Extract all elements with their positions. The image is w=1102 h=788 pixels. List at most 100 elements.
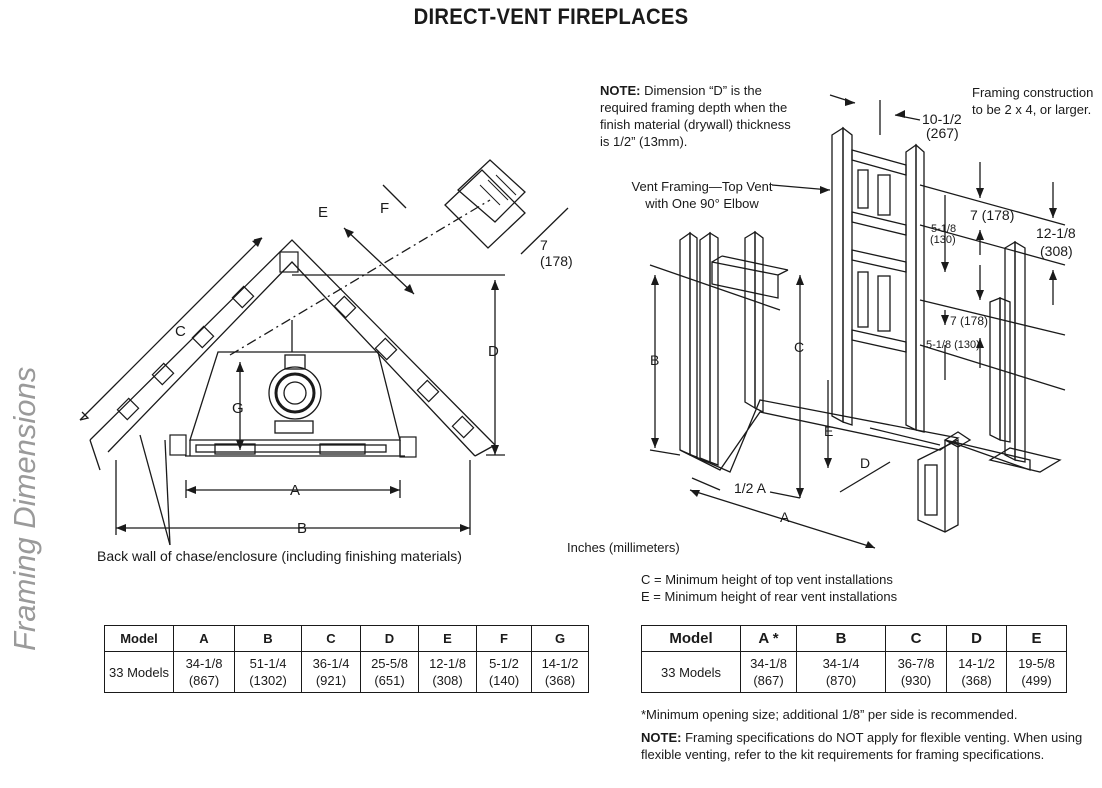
depth-note-line-3: finish material (drywall) thickness [600, 117, 791, 132]
table-header-row: Model A B C D E F G [104, 625, 589, 652]
flex-venting-note: NOTE: Framing specifications do NOT appl… [641, 729, 1082, 763]
vent-framing-line-2: with One 90° Elbow [645, 196, 759, 211]
dim-label-g: G [232, 400, 244, 417]
cell-in: 34-1/8 [185, 656, 223, 671]
rdim-10: 10-1/2 [922, 111, 962, 127]
cell-mm: (867) [188, 673, 220, 688]
vent-framing-line-1: Vent Framing—Top Vent [631, 179, 773, 194]
table-cell-model: 33 Models [104, 651, 174, 693]
table-cell: 12-1/8 (308) [418, 651, 477, 693]
dim-label-b: B [297, 520, 307, 537]
rdim-5a: 5-1/8 [931, 223, 956, 235]
cell-mm: (499) [1021, 673, 1052, 688]
rdim-b: B [650, 352, 659, 368]
table-cell-model: 33 Models [641, 651, 741, 693]
table-cell: 36-1/4 (921) [301, 651, 361, 693]
cell-mm: (867) [753, 673, 784, 688]
rdim-10-mm: (267) [926, 125, 959, 141]
table-header: G [531, 625, 589, 652]
depth-note: NOTE: Dimension “D” is the required fram… [600, 82, 791, 150]
dim-label-f: F [380, 200, 389, 217]
cell-mm: (1302) [249, 673, 287, 688]
depth-note-line-1: Dimension “D” is the [640, 83, 762, 98]
rdim-e: E [824, 423, 833, 439]
left-dimension-table: Model A B C D E F G 33 Models 34-1/8 (867… [104, 625, 589, 693]
dim-label-a: A [290, 482, 300, 499]
rdim-a: A [780, 509, 790, 525]
rdim-5b: 5-1/8 (130) [926, 339, 980, 351]
table-cell: 36-7/8 (930) [885, 651, 947, 693]
cell-in: 19-5/8 [1018, 656, 1055, 671]
chase-caption: Back wall of chase/enclosure (including … [97, 548, 462, 564]
rdim-7b: 7 (178) [950, 314, 988, 328]
table-header: A * [740, 625, 797, 652]
cell-in: 14-1/2 [958, 656, 995, 671]
table-header: Model [641, 625, 741, 652]
depth-note-line-2: required framing depth when the [600, 100, 788, 115]
cell-in: 34-1/8 [750, 656, 787, 671]
rdim-5a-mm: (130) [930, 234, 956, 246]
cell-in: 25-5/8 [371, 656, 408, 671]
table-cell: 25-5/8 (651) [360, 651, 419, 693]
table-row: 33 Models 34-1/8 (867) 34-1/4 (870) 36-7/8… [641, 651, 1067, 693]
cell-in: 51-1/4 [249, 656, 287, 671]
rdim-7a: 7 (178) [970, 207, 1014, 223]
dim-label-e: E [318, 204, 328, 221]
cell-mm: (308) [432, 673, 463, 688]
footnote: *Minimum opening size; additional 1/8” p… [641, 707, 1018, 722]
rdim-c: C [794, 339, 804, 355]
table-header: D [360, 625, 419, 652]
cell-mm: (921) [315, 673, 347, 688]
legend-c: C = Minimum height of top vent installat… [641, 572, 893, 587]
table-header: E [1006, 625, 1067, 652]
table-cell: 19-5/8 (499) [1006, 651, 1067, 693]
table-header: F [476, 625, 532, 652]
cell-mm: (930) [900, 673, 932, 688]
cell-in: 36-1/4 [312, 656, 350, 671]
table-cell: 34-1/8 (867) [740, 651, 797, 693]
cell-mm: (368) [544, 673, 576, 688]
table-cell: 34-1/8 (867) [173, 651, 235, 693]
table-cell: 51-1/4 (1302) [234, 651, 302, 693]
framing-construction-note: Framing construction to be 2 x 4, or lar… [972, 84, 1093, 118]
table-cell: 34-1/4 (870) [796, 651, 886, 693]
rdim-12-mm: (308) [1040, 243, 1073, 259]
flex-note-line-1: Framing specifications do NOT apply for … [681, 730, 1083, 745]
table-cell: 5-1/2(140) [476, 651, 532, 693]
cell-mm: (651) [374, 673, 405, 688]
table-header: D [946, 625, 1007, 652]
rdim-half-a: 1/2 A [734, 480, 767, 496]
dim-label-7: 7 [540, 237, 548, 253]
table-header: C [885, 625, 947, 652]
framing-note-line-1: Framing construction [972, 85, 1094, 100]
cell-mm: (368) [961, 673, 992, 688]
flex-note-bold: NOTE: [641, 730, 682, 745]
cell-in: 14-1/2 [541, 656, 579, 671]
dim-label-c: C [175, 323, 186, 340]
depth-note-line-4: is 1/2” (13mm). [600, 134, 688, 149]
table-header: B [796, 625, 886, 652]
table-header: B [234, 625, 302, 652]
vent-framing-label: Vent Framing—Top Vent with One 90° Elbow [628, 178, 776, 212]
table-cell: 14-1/2 (368) [946, 651, 1007, 693]
table-header: C [301, 625, 361, 652]
page-title: DIRECT-VENT FIREPLACES [413, 4, 689, 29]
legend: C = Minimum height of top vent installat… [641, 571, 897, 605]
cell-in: 34-1/4 [822, 656, 860, 671]
dim-label-d: D [488, 343, 499, 360]
dim-label-7-mm: (178) [540, 253, 573, 269]
cell-mm: (140) [488, 673, 520, 688]
cell-mm: (870) [825, 673, 857, 688]
table-header: A [173, 625, 235, 652]
table-cell: 14-1/2 (368) [531, 651, 589, 693]
legend-e: E = Minimum height of rear vent installa… [641, 589, 898, 604]
right-dimension-table: Model A * B C D E 33 Models 34-1/8 (867) … [641, 625, 1067, 693]
rdim-12: 12-1/8 [1036, 225, 1076, 241]
table-header: Model [104, 625, 174, 652]
flex-note-line-2: flexible venting, refer to the kit requi… [641, 747, 1045, 762]
units-label: Inches (millimeters) [567, 540, 680, 555]
cell-in: 12-1/8 [429, 656, 466, 671]
cell-in: 36-7/8 [897, 656, 935, 671]
